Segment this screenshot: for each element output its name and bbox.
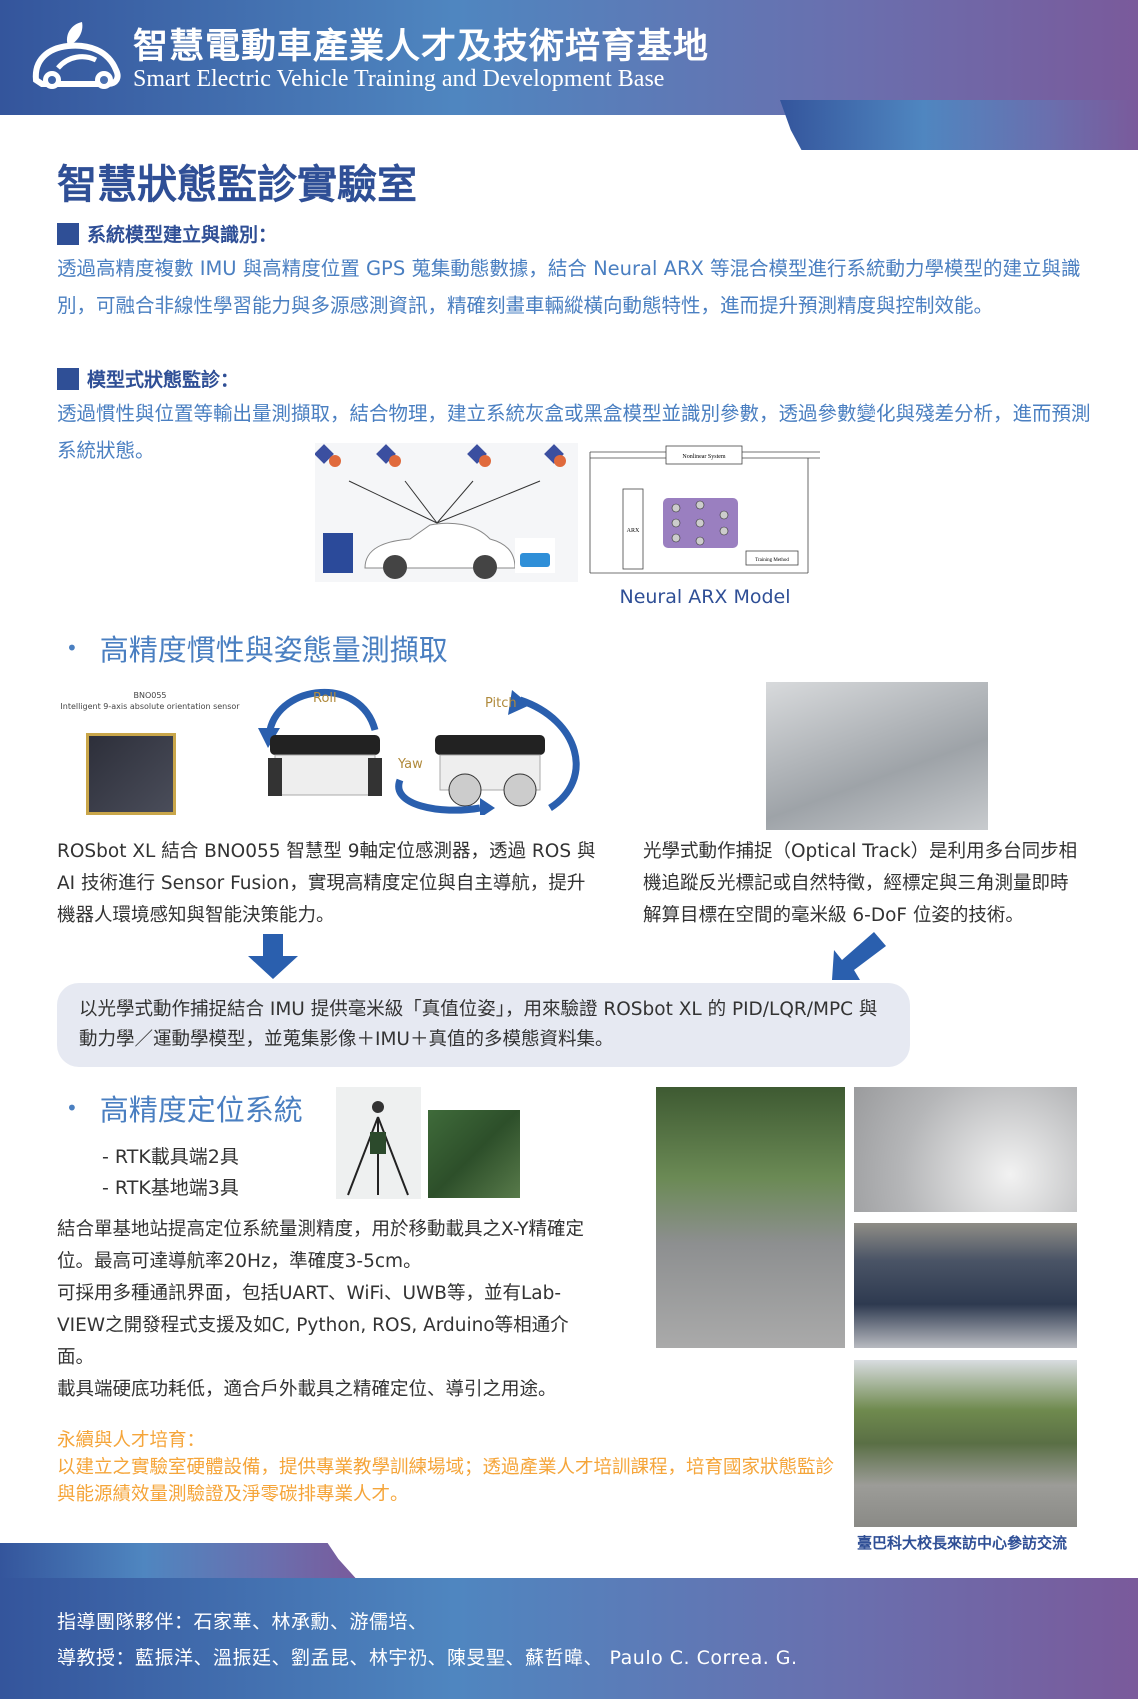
neural-arx-caption: Neural ARX Model xyxy=(619,586,791,608)
rtk-tripod-photo xyxy=(336,1087,421,1199)
section-heading-text: 系統模型建立與識別： xyxy=(87,224,278,246)
sensor-label: BNO055 Intelligent 9-axis absolute orien… xyxy=(60,690,240,712)
page-title: 智慧狀態監診實驗室 xyxy=(57,162,417,208)
neural-arx-diagram: Nonlinear System ARX Training Method xyxy=(589,445,820,574)
imu-right-paragraph: 光學式動作捕捉（Optical Track）是利用多台同步相機追蹤反光標記或自然… xyxy=(643,841,1078,926)
header-banner xyxy=(0,0,1138,115)
pitch-label: Pitch xyxy=(485,696,517,711)
section-heading-model-monitoring: 模型式狀態監診： xyxy=(57,365,239,392)
arrow-down-left-icon xyxy=(832,932,886,980)
section-heading-text: 模型式狀態監診： xyxy=(87,369,240,391)
heading-text: 高精度定位系統 xyxy=(99,1093,303,1127)
section-heading-model-identification: 系統模型建立與識別： xyxy=(57,220,277,247)
yaw-label: Yaw xyxy=(397,757,423,772)
rtk-section-heading: • 高精度定位系統 xyxy=(66,1087,303,1129)
rtk-board-photo xyxy=(428,1110,520,1198)
heading-text: 高精度慣性與姿態量測擷取 xyxy=(99,633,448,667)
sustainability-block: 永續與人才培育： 以建立之實驗室硬體設備，提供專業教學訓練場域；透過產業人才培訓… xyxy=(57,1427,837,1508)
visit-photo xyxy=(854,1360,1077,1527)
rtk-item: - RTK基地端3具 xyxy=(102,1177,239,1199)
imu-section-heading: • 高精度慣性與姿態量測擷取 xyxy=(66,627,448,669)
nonlinear-system-label: Nonlinear System xyxy=(682,454,725,460)
section1-paragraph: 透過高精度複數 IMU 與高精度位置 GPS 蒐集動態數據，結合 Neural … xyxy=(57,257,1081,317)
rtk-paragraph: 可採用多種通訊界面，包括UART、WiFi、UWB等，並有Lab-VIEW之開發… xyxy=(57,1283,569,1368)
roll-label: Roll xyxy=(313,691,337,706)
sustainability-text: 以建立之實驗室硬體設備，提供專業教學訓練場域；透過產業人才培訓課程，培育國家狀態… xyxy=(57,1457,835,1505)
header-title-en: Smart Electric Vehicle Training and Deve… xyxy=(133,66,665,92)
footer-team: 指導團隊夥伴：石家華、林承勳、游儒培、 xyxy=(57,1611,428,1633)
optical-track-lab-photo xyxy=(766,682,988,830)
header-tab-decoration xyxy=(780,100,1138,150)
bullet-icon: • xyxy=(66,636,78,660)
gps-satellite-car-image xyxy=(315,443,578,582)
rosbot-roll-pitch-yaw-image: Roll Pitch Yaw xyxy=(258,689,580,815)
visit-caption: 臺巴科大校長來訪中心參訪交流 xyxy=(857,1534,1068,1552)
footer-advisors: 導教授：藍振洋、溫振廷、劉孟昆、林宇礽、陳旻聖、蘇哲暐、 Paulo C. Co… xyxy=(57,1647,798,1669)
bno055-sensor-image xyxy=(86,733,176,815)
arx-label: ARX xyxy=(627,528,640,534)
section2-paragraph: 透過慣性與位置等輸出量測擷取，結合物理，建立系統灰盒或黑盒模型並識別參數，透過參… xyxy=(57,402,1091,462)
footer-banner xyxy=(0,1578,1138,1699)
summary-box: 以光學式動作捕捉結合 IMU 提供毫米級「真值位姿」，用來驗證 ROSbot X… xyxy=(57,983,910,1067)
footer-tab-decoration xyxy=(0,1543,360,1583)
sensor-name: BNO055 xyxy=(133,691,167,700)
laptop-trajectory-photo xyxy=(854,1223,1077,1348)
bullet-icon: • xyxy=(66,1096,78,1120)
sustainability-heading: 永續與人才培育： xyxy=(57,1430,206,1451)
team-outdoor-photo xyxy=(656,1087,845,1348)
arrow-down-icon xyxy=(248,934,298,979)
rtk-item: - RTK載具端2具 xyxy=(102,1146,239,1168)
square-marker-icon xyxy=(57,367,79,390)
rtk-paragraph: 載具端硬底功耗低，適合戶外載具之精確定位、導引之用途。 xyxy=(57,1379,557,1400)
imu-left-paragraph: ROSbot XL 結合 BNO055 智慧型 9軸定位感測器，透過 ROS 與… xyxy=(57,841,596,926)
car-leaf-logo-icon xyxy=(32,22,121,89)
rtk-paragraph: 結合單基地站提高定位系統量測精度，用於移動載具之X-Y精確定位。最高可達導航率2… xyxy=(57,1219,585,1272)
rtk-paragraphs: 結合單基地站提高定位系統量測精度，用於移動載具之X-Y精確定位。最高可達導航率2… xyxy=(57,1214,592,1406)
rtk-antennas-photo xyxy=(854,1087,1077,1212)
header-title-cn: 智慧電動車產業人才及技術培育基地 xyxy=(133,26,710,67)
training-method-label: Training Method xyxy=(755,558,789,563)
square-marker-icon xyxy=(57,222,79,245)
sensor-desc: Intelligent 9-axis absolute orientation … xyxy=(60,702,240,711)
